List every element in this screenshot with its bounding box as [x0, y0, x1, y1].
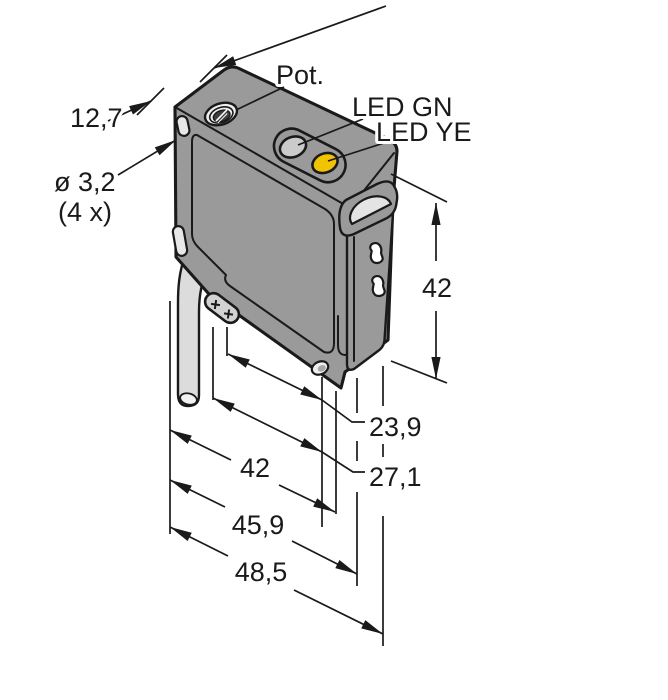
- dim-length-total-label: 48,5: [235, 557, 288, 587]
- dim-height-tick-bottom: [390, 360, 448, 384]
- dim-length-body: [169, 429, 336, 513]
- dim-hole-offset-short: [227, 353, 365, 423]
- dim-hole-offset-long-leader: [321, 451, 365, 473]
- lens-block: [338, 180, 399, 372]
- pot-countersink-ring: [208, 106, 234, 124]
- front-face-groove: [191, 133, 335, 354]
- dim-top-width-label: 12,7: [70, 103, 123, 133]
- led-window-bezel: [272, 127, 347, 184]
- adjustment-plate-cross-marks: [210, 299, 234, 319]
- adjustment-plate: [203, 291, 241, 325]
- potentiometer-screw: [203, 101, 239, 127]
- dim-height-label: 42: [422, 273, 452, 303]
- dim-hole-offset-long-label: 27,1: [369, 462, 422, 492]
- dim-hole-arrow: [117, 139, 177, 176]
- top-face-front-edge: [174, 106, 346, 206]
- mounting-hole-top-left: [175, 114, 191, 138]
- wire-hole-upper: [369, 241, 384, 265]
- dim-height: [390, 173, 448, 384]
- dim-height-tick-top: [390, 173, 448, 203]
- dim-hole-diameter-label: ø 3,2: [54, 167, 116, 197]
- lens-window: [349, 195, 393, 226]
- cable-outline: [176, 254, 210, 408]
- dim-hole-offset-short-leader: [321, 399, 365, 423]
- dim-length-mid-label: 45,9: [232, 510, 285, 540]
- dim-length-body-label: 42: [240, 453, 270, 483]
- pot-label: Pot.: [276, 60, 324, 90]
- led-yellow-leader: [327, 142, 385, 162]
- pot-screw-slot-2: [217, 113, 228, 124]
- led-green-leader: [297, 118, 364, 146]
- wire-hole-lower: [371, 274, 386, 298]
- dim-hole-offset-short-label: 23,9: [369, 412, 422, 442]
- cable-end-face: [179, 392, 198, 406]
- pot-screw-slot: [215, 109, 228, 122]
- led-green-label: LED GN: [352, 92, 453, 122]
- cable: [176, 254, 210, 408]
- led-window: [272, 127, 347, 184]
- dim-top-width: [107, 5, 387, 122]
- adjustment-plate-body: [203, 291, 241, 325]
- dim-length-total: [169, 526, 384, 635]
- dim-hole-count-label: (4 x): [58, 197, 112, 227]
- led-yellow-label: LED YE: [376, 117, 472, 147]
- dim-top-width-arrow-right: [213, 5, 387, 69]
- dim-top-width-arrow-left: [107, 100, 152, 122]
- mounting-hole-bottom-left: [171, 225, 189, 257]
- dim-hole-offset-long: [212, 397, 365, 473]
- dim-length-mid: [169, 479, 358, 575]
- pot-leader: [235, 86, 285, 111]
